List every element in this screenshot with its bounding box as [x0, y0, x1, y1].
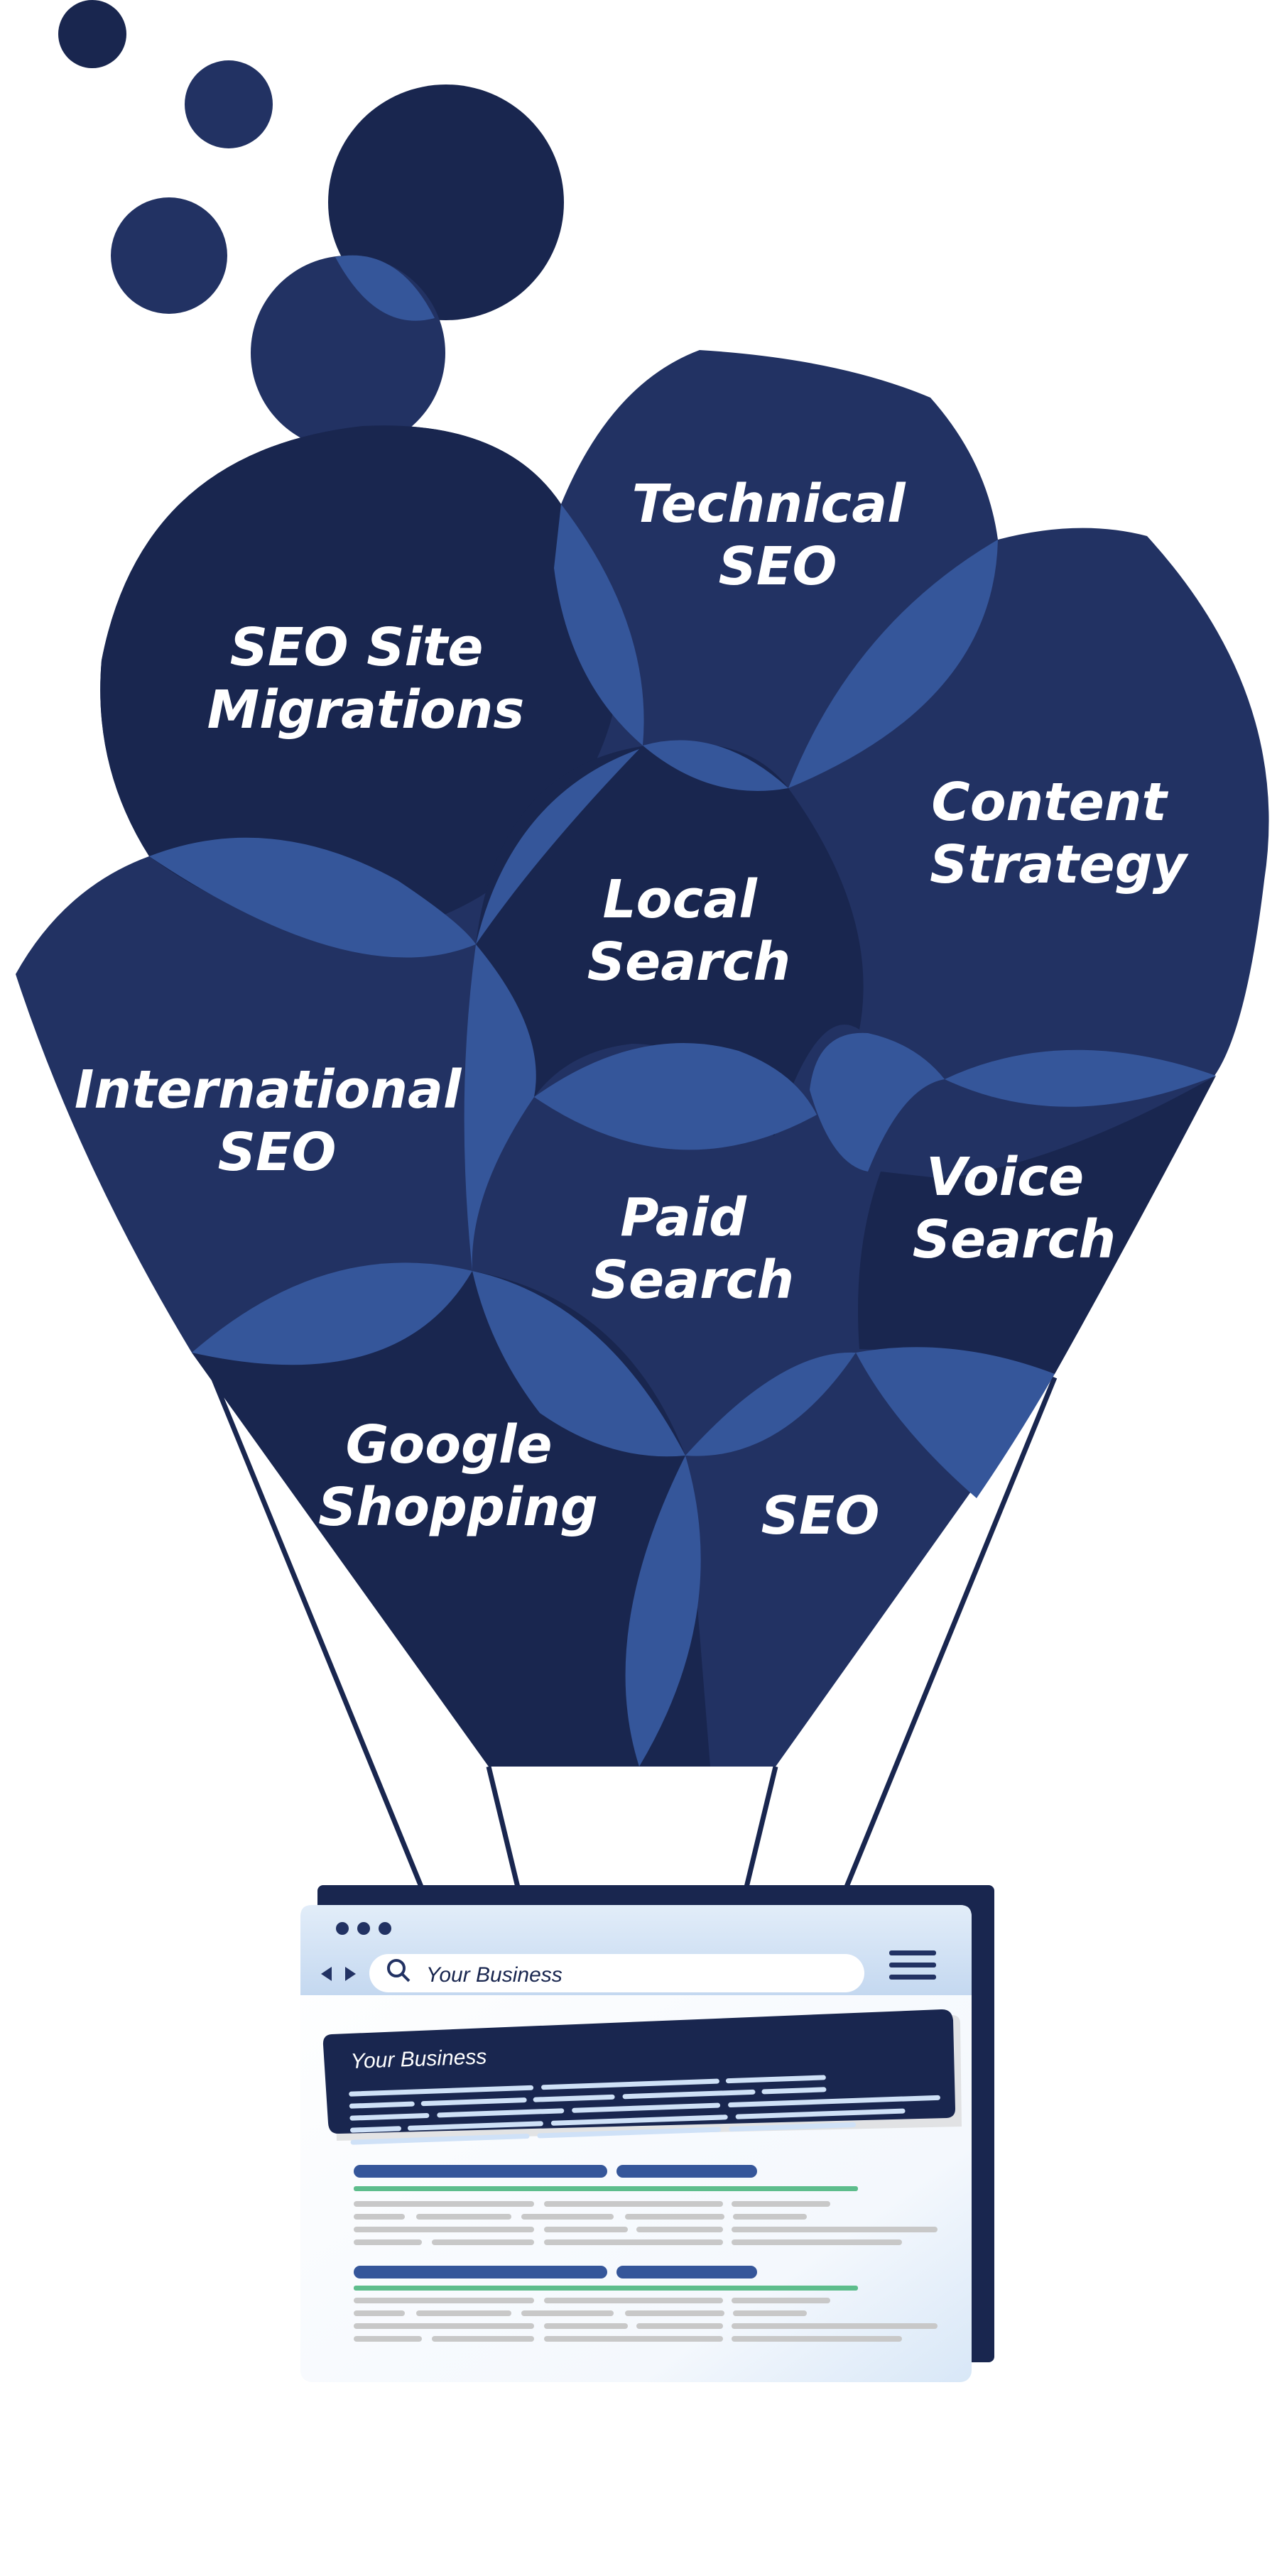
label-content-strategy: Content Strategy: [930, 772, 1189, 895]
panel-dark: [100, 425, 620, 932]
label-seo: SEO: [761, 1485, 880, 1546]
panel-dark: [475, 743, 864, 1136]
hamburger-menu-icon[interactable]: [889, 1950, 936, 1980]
label-line: SEO: [218, 1122, 337, 1183]
rope: [486, 1766, 521, 1891]
result-snippet: [354, 2298, 938, 2342]
featured-result-snippet: [349, 2075, 940, 2145]
label-line: International: [75, 1059, 462, 1120]
search-result[interactable]: [354, 2165, 938, 2245]
result-title-bar: [616, 2266, 757, 2278]
search-icon: [387, 1959, 411, 1982]
panel-dark: [858, 1076, 1216, 1374]
label-line: Migrations: [207, 680, 525, 741]
featured-result-card[interactable]: Your Business: [322, 2009, 962, 2145]
bubbles: [58, 0, 564, 450]
label-line: Search: [591, 1250, 794, 1311]
label-line: Shopping: [318, 1477, 598, 1538]
result-url-bar: [354, 2286, 858, 2291]
forward-arrow-icon[interactable]: [345, 1967, 356, 1981]
balloon-labels: Technical SEO SEO Site Migrations Conten…: [75, 474, 1189, 1546]
result-title-bar: [354, 2266, 607, 2278]
overlap-lenses: [149, 504, 1216, 1767]
search-input[interactable]: [369, 1954, 864, 1992]
label-line: Search: [587, 932, 790, 993]
label-line: Voice: [926, 1147, 1084, 1208]
result-snippet: [354, 2201, 938, 2245]
result-title-bar: [354, 2165, 607, 2178]
bubble: [185, 60, 273, 148]
bubble: [328, 84, 564, 320]
back-arrow-icon[interactable]: [321, 1967, 332, 1981]
ropes: [210, 1376, 1058, 1892]
window-dot: [379, 1922, 391, 1935]
label-line: Technical: [632, 474, 907, 535]
label-paid-search: Paid Search: [591, 1187, 794, 1311]
search-query-text: Your Business: [426, 1963, 563, 1987]
browser-basket: Your Business Your Business: [300, 1885, 994, 2382]
bubble: [58, 0, 126, 68]
label-international-seo: International SEO: [75, 1059, 479, 1183]
label-line: Local: [603, 869, 759, 930]
featured-result-title: Your Business: [350, 2045, 487, 2073]
label-line: Paid: [620, 1187, 747, 1248]
rope: [743, 1766, 778, 1891]
label-line: Search: [913, 1209, 1116, 1270]
label-line: Content: [931, 772, 1168, 833]
label-technical-seo: Technical SEO: [632, 474, 924, 597]
balloon: Technical SEO SEO Site Migrations Conten…: [16, 350, 1269, 1767]
bubble-overlap: [335, 255, 435, 321]
result-title-bar: [616, 2165, 757, 2178]
bubble: [251, 256, 445, 450]
rope: [210, 1376, 425, 1892]
rope: [842, 1376, 1058, 1892]
label-seo-site-migrations: SEO Site Migrations: [207, 617, 525, 741]
search-result[interactable]: [354, 2266, 938, 2342]
label-line: Strategy: [930, 834, 1189, 895]
window-dot: [336, 1922, 349, 1935]
label-line: SEO: [761, 1485, 880, 1546]
label-line: Google: [346, 1414, 553, 1475]
label-google-shopping: Google Shopping: [318, 1414, 598, 1538]
label-voice-search: Voice Search: [913, 1147, 1116, 1270]
label-line: SEO Site: [230, 617, 484, 678]
label-local-search: Local Search: [587, 869, 790, 993]
window-dot: [357, 1922, 370, 1935]
result-url-bar: [354, 2186, 858, 2191]
bubble: [111, 197, 227, 314]
label-line: SEO: [719, 536, 837, 597]
